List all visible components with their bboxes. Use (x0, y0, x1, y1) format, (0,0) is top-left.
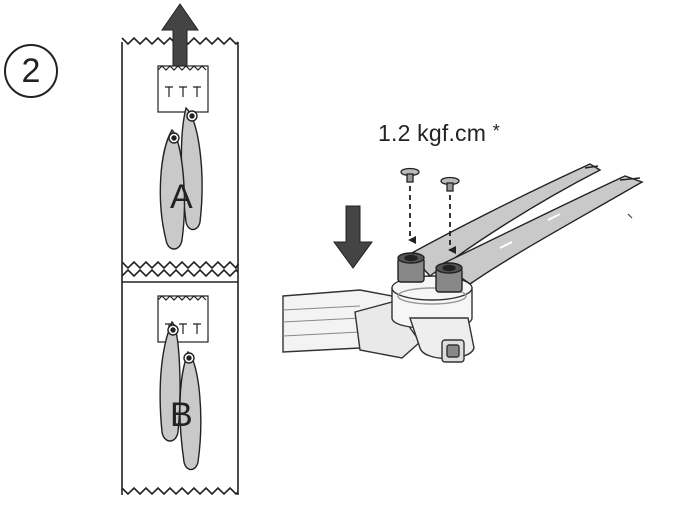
torque-label: 1.2 kgf.cm * (378, 122, 500, 145)
propeller-blades-a (159, 106, 203, 250)
installed-propeller-blades (408, 163, 644, 285)
screw-icon (440, 176, 460, 192)
pull-up-arrow (161, 3, 199, 67)
package-label-a: A (170, 178, 193, 216)
push-down-arrow (333, 205, 373, 269)
torque-value: 1.2 kgf.cm (378, 120, 487, 146)
screw-card-b (157, 295, 209, 343)
screw-card-a (157, 65, 209, 113)
torque-note-mark: * (492, 121, 500, 141)
screw-guide-arrows (408, 186, 456, 254)
step-number-badge: 2 (4, 44, 58, 98)
motor-screw-sockets (397, 252, 463, 293)
propeller-blades-b (159, 320, 202, 471)
screw-icon (400, 167, 420, 183)
step-number: 2 (21, 52, 41, 90)
drone-arm (282, 289, 421, 359)
screw-icon (165, 86, 201, 97)
motor (391, 275, 475, 363)
propeller-package-strip (121, 36, 239, 496)
package-label-b: B (170, 396, 193, 434)
